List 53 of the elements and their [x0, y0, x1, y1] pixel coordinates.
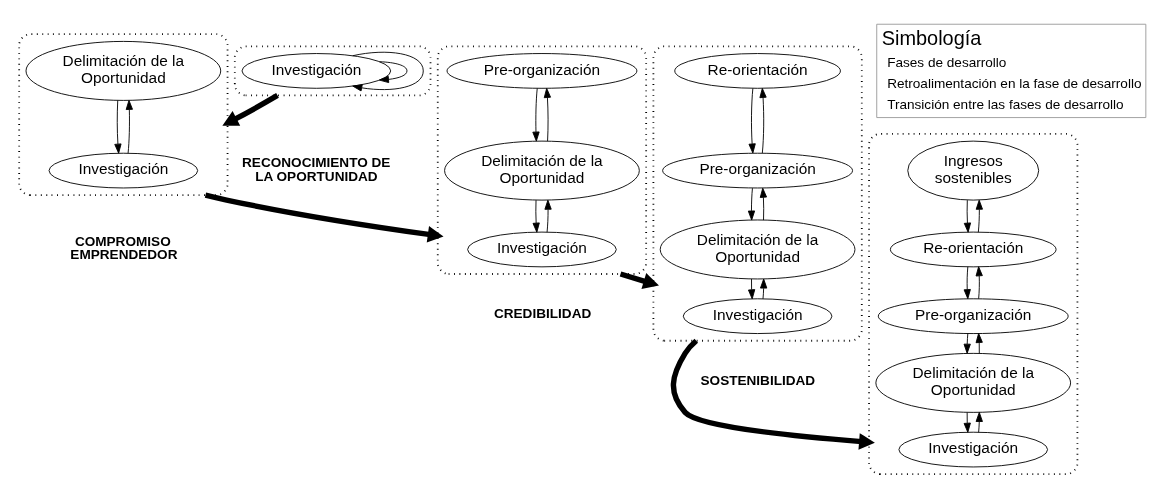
arrow	[204, 192, 444, 243]
arrow	[975, 199, 983, 233]
arrow	[759, 87, 767, 154]
arrow	[747, 187, 756, 221]
arrow	[544, 199, 552, 233]
node-ellipse: Delimitación de la Oportunidad	[444, 140, 640, 201]
arrow	[963, 199, 972, 233]
arrow	[760, 278, 768, 300]
arrow	[975, 333, 983, 354]
arrow	[125, 99, 133, 154]
node-ellipse: Re-orientación	[674, 53, 841, 89]
arrow	[543, 87, 551, 142]
node-ellipse: Pre-organización	[662, 152, 853, 189]
node-ellipse: Re-orientación	[889, 231, 1057, 268]
arrow	[975, 411, 983, 433]
arrow	[222, 93, 279, 126]
arrow	[532, 87, 540, 142]
label: CREDIBILIDAD	[493, 306, 592, 322]
arrow	[532, 199, 540, 233]
arrow	[975, 266, 983, 300]
label: COMPROMISO EMPRENDEDOR	[70, 233, 178, 263]
arrow	[748, 87, 756, 154]
node-ellipse: Delimitación de la Oportunidad	[659, 219, 856, 280]
label: Simbología	[881, 27, 982, 50]
node-ellipse: Investigación	[898, 431, 1049, 468]
node-ellipse: Pre-organización	[877, 298, 1069, 334]
node-ellipse: Delimitación de la Oportunidad	[25, 40, 222, 101]
cluster	[868, 132, 1079, 476]
arrow	[963, 266, 971, 300]
label: RECONOCIMIENTO DE LA OPORTUNIDAD	[242, 154, 391, 184]
node-ellipse: Delimitación de la Oportunidad	[875, 352, 1072, 413]
arrow	[963, 333, 971, 354]
node-ellipse: Ingresos sostenibles	[907, 140, 1040, 201]
cluster	[233, 45, 432, 97]
arrow	[352, 51, 424, 92]
arrow	[748, 278, 756, 300]
node-ellipse: Investigación	[682, 298, 833, 334]
cluster	[18, 33, 229, 197]
arrow	[379, 61, 408, 84]
legend-label: Retroalimentación en la fase de desarrollo	[887, 76, 1142, 92]
node-ellipse: Investigación	[48, 152, 199, 189]
cluster	[652, 45, 863, 342]
cluster	[436, 45, 648, 275]
label: SOSTENIBILIDAD	[700, 373, 816, 389]
legend-label: Fases de desarrollo	[887, 55, 1007, 71]
arrow	[759, 187, 767, 221]
arrow	[114, 99, 122, 154]
arrow	[619, 271, 659, 289]
arrow	[963, 411, 971, 433]
arrow	[670, 338, 875, 450]
node-ellipse: Pre-organización	[446, 53, 638, 89]
node-ellipse: Investigación	[467, 231, 617, 268]
legend-label: Transición entre las fases de desarrollo	[887, 96, 1124, 112]
